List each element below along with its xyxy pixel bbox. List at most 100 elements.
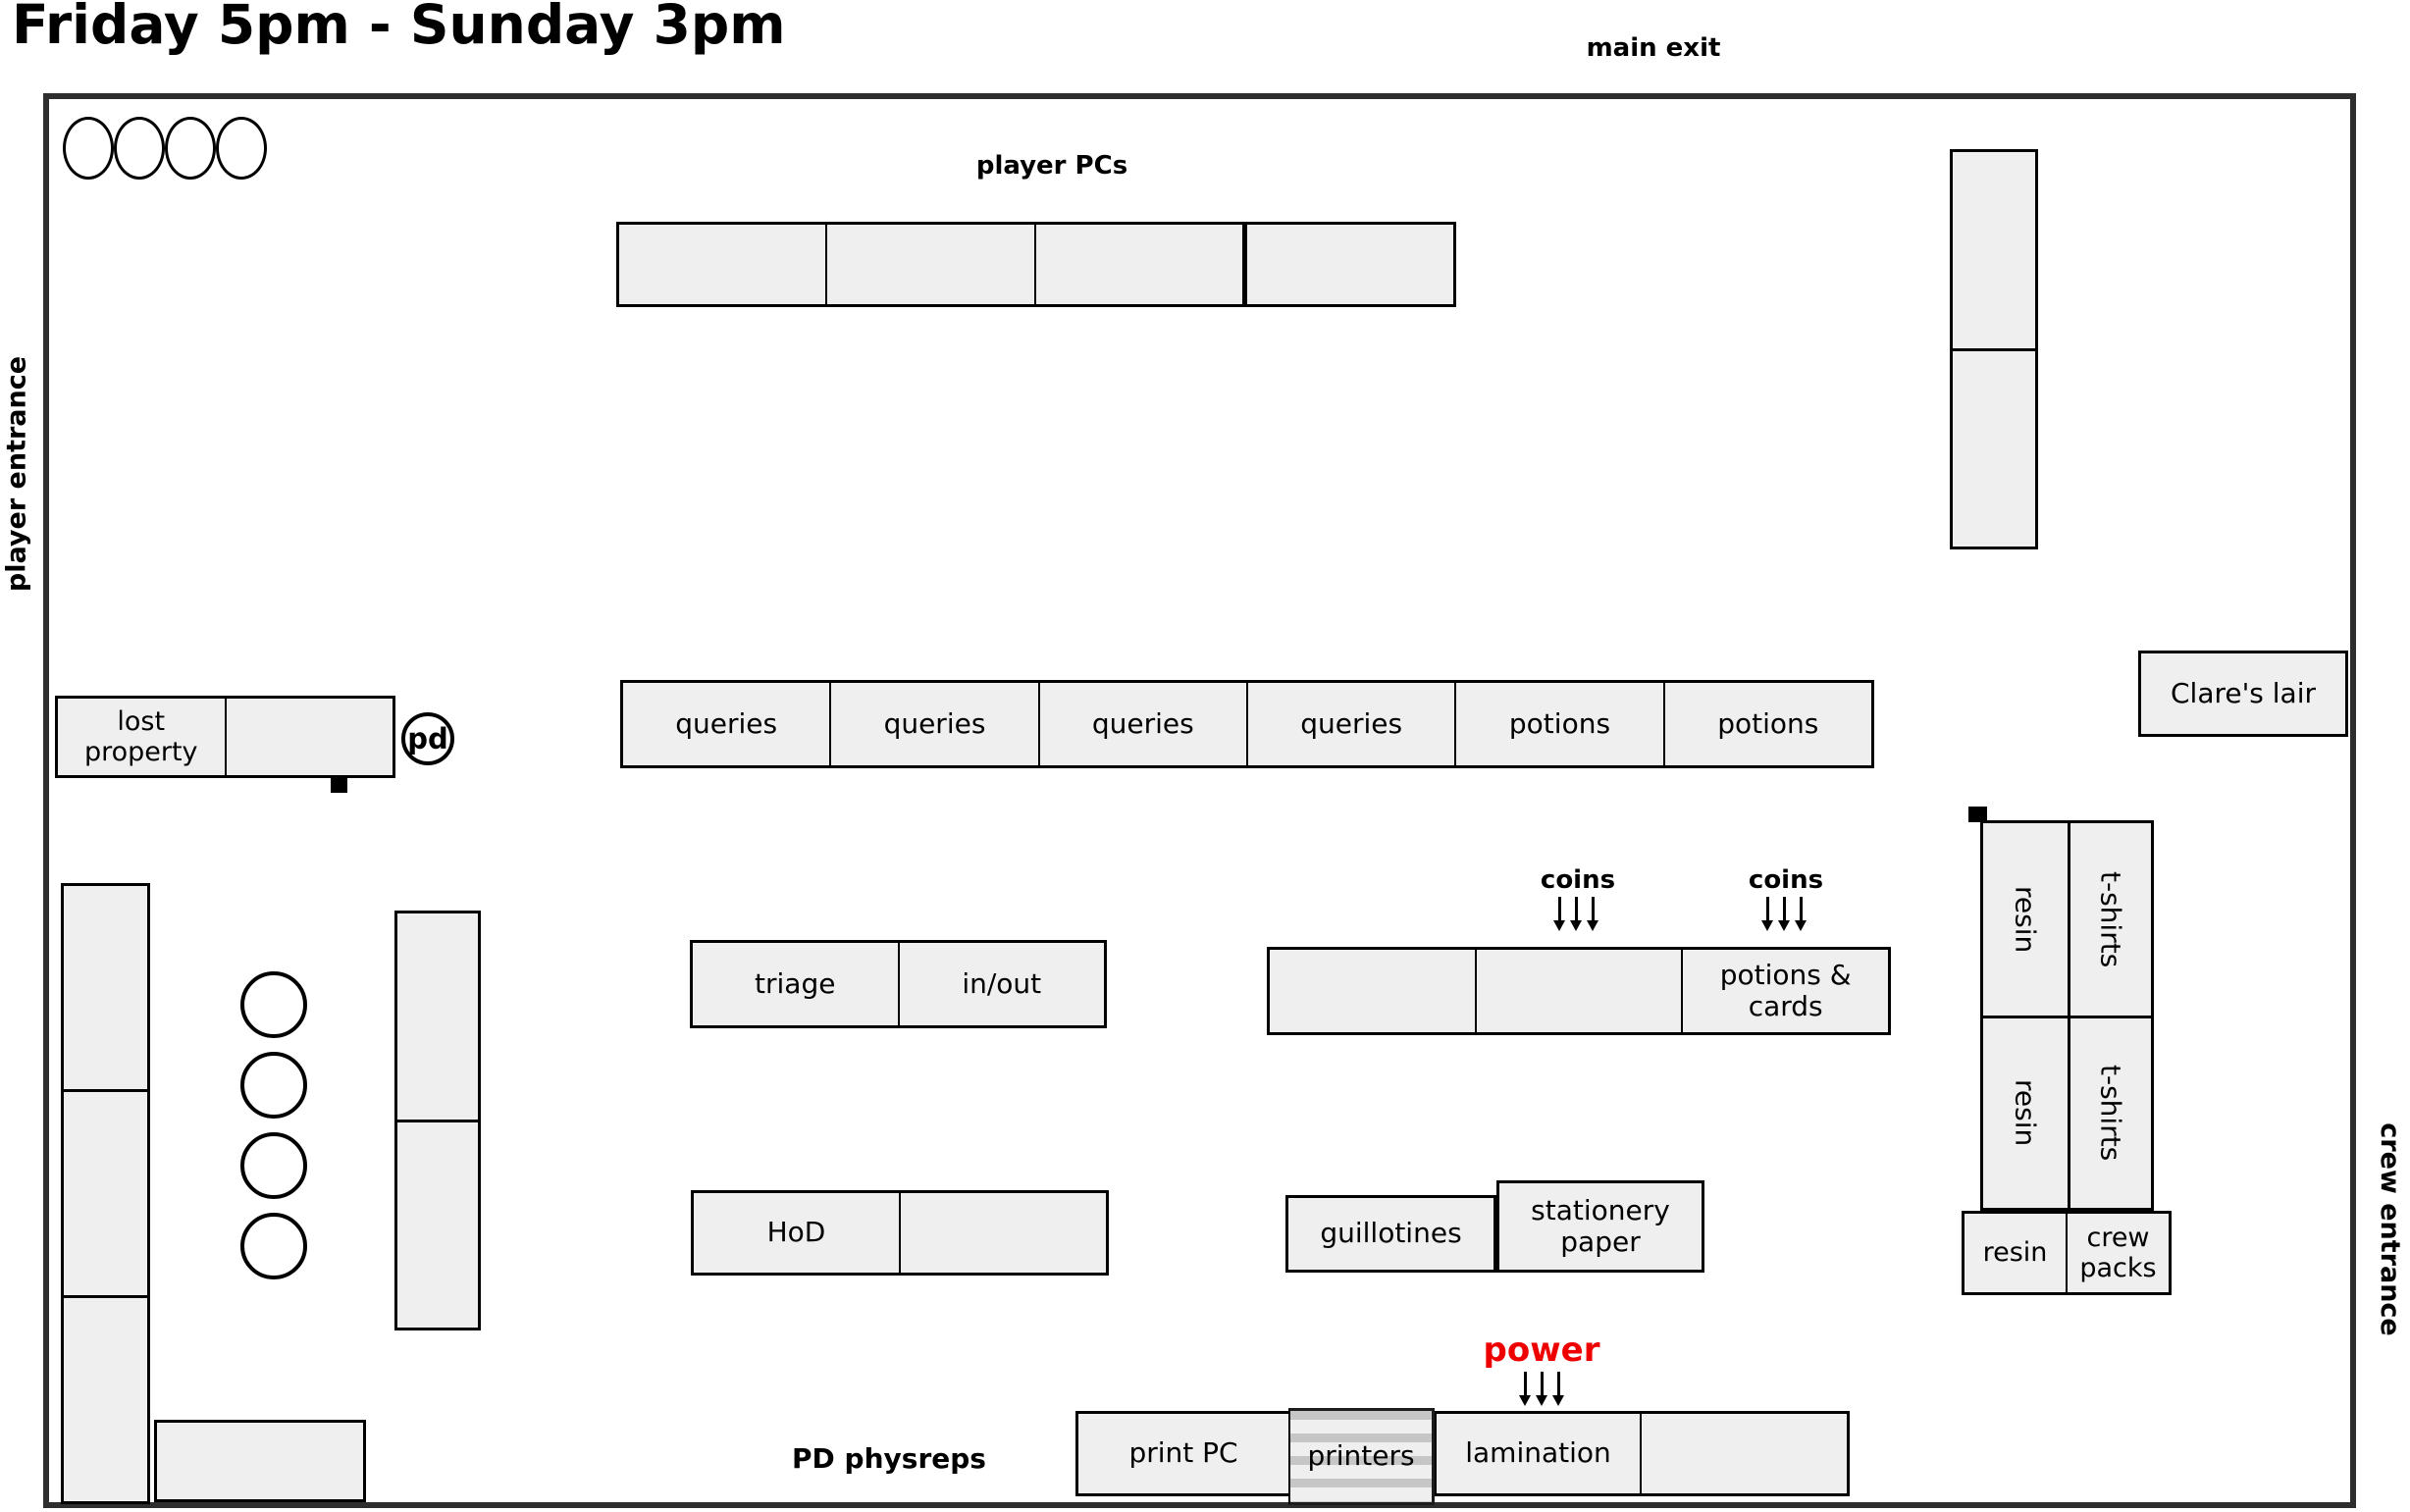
table-cell <box>619 225 825 304</box>
table-cell <box>397 1119 478 1329</box>
bottom-left-table <box>154 1420 366 1502</box>
chair-icon <box>240 971 307 1038</box>
down-arrow-icon <box>1778 897 1790 931</box>
down-arrow-icon <box>1570 897 1582 931</box>
down-arrows-icon <box>1519 1372 1564 1406</box>
cell-label: t-shirts <box>2094 870 2127 968</box>
chair-icon <box>240 1132 307 1199</box>
table-cell <box>64 1295 147 1501</box>
player-pcs-table <box>616 222 1456 307</box>
coins-label: coins <box>1748 865 1824 895</box>
table-cell <box>157 1423 363 1499</box>
cell-label: t-shirts <box>2094 1065 2127 1162</box>
print-table: print PC printers lamination <box>1075 1408 1850 1505</box>
down-arrow-icon <box>1761 897 1773 931</box>
table-cell: resin <box>1982 1237 2048 1269</box>
table-cell <box>1953 347 2035 547</box>
table-cell <box>64 1089 147 1295</box>
table-cell <box>1270 950 1475 1032</box>
pd-badge: pd <box>401 712 454 765</box>
down-arrow-icon <box>1519 1372 1531 1406</box>
chair-icon <box>216 117 267 180</box>
table-cell: stationery paper <box>1499 1183 1702 1270</box>
table-cell: potions & cards <box>1681 950 1888 1032</box>
table-cell: t-shirts <box>2067 823 2152 1016</box>
down-arrows-icon <box>1761 897 1807 931</box>
table-cell: triage <box>755 966 836 1000</box>
down-arrow-icon <box>1795 897 1807 931</box>
lost-property-table: lost property <box>55 696 395 778</box>
guillotines-table: guillotines <box>1285 1195 1496 1273</box>
table-cell <box>899 1193 1106 1273</box>
down-arrows-icon <box>1553 897 1598 931</box>
inner-column-table <box>394 911 481 1330</box>
pd-badge-label: pd <box>407 722 448 756</box>
cell-label-line: packs <box>2079 1253 2157 1283</box>
cell-label-line: paper <box>1560 1225 1641 1258</box>
cell-label-line: crew <box>2086 1222 2150 1253</box>
queries-potions-table: queries queries queries queries potions … <box>620 680 1874 768</box>
table-cell: lamination <box>1435 1414 1640 1493</box>
room-outline <box>43 93 2356 1508</box>
table-cell: in/out <box>897 943 1105 1025</box>
table-cell <box>1033 225 1242 304</box>
table-cell: lost property <box>83 705 198 767</box>
crew-packs-table: resin crew packs <box>1962 1211 2172 1295</box>
table-cell: resin <box>1983 1016 2068 1208</box>
chair-icon <box>165 117 216 180</box>
left-wall-tables <box>61 883 150 1504</box>
chair-icon <box>114 117 165 180</box>
table-cell <box>1953 152 2035 348</box>
table-cell: Clare's lair <box>2170 676 2317 709</box>
table-cell: guillotines <box>1320 1217 1462 1250</box>
merch-table: resin t-shirts resin t-shirts <box>1980 820 2154 1211</box>
stationery-paper-table: stationery paper <box>1496 1180 1704 1273</box>
table-cell: resin <box>1983 823 2068 1016</box>
crew-entrance-label: crew entrance <box>2375 1122 2405 1336</box>
table-cell: queries <box>1037 683 1246 765</box>
hod-table: HoD <box>691 1190 1109 1276</box>
table-cell: queries <box>1245 683 1454 765</box>
down-arrow-icon <box>1587 897 1598 931</box>
main-exit-label: main exit <box>1586 33 1721 63</box>
cell-label-line: cards <box>1748 990 1823 1022</box>
coins-potions-cards-table: potions & cards <box>1267 947 1891 1035</box>
power-socket-marker-icon <box>331 777 347 793</box>
triage-table: triage in/out <box>690 940 1107 1028</box>
power-label: power <box>1483 1330 1600 1370</box>
table-cell: queries <box>675 706 778 740</box>
table-cell: crew packs <box>2066 1214 2169 1292</box>
table-cell: potions <box>1454 683 1662 765</box>
down-arrow-icon <box>1536 1372 1547 1406</box>
player-entrance-label: player entrance <box>1 355 32 593</box>
down-arrow-icon <box>1553 897 1565 931</box>
table-cell <box>224 699 393 775</box>
power-socket-marker-icon <box>1968 807 1987 822</box>
chair-icon <box>63 117 114 180</box>
table-cell: queries <box>829 683 1037 765</box>
pd-physreps-label: PD physreps <box>792 1442 986 1475</box>
cell-label: resin <box>2009 885 2042 954</box>
cell-label-line: stationery <box>1531 1193 1670 1226</box>
table-cell <box>397 913 478 1120</box>
cell-label: resin <box>2009 1079 2042 1147</box>
page-title: Friday 5pm - Sunday 3pm <box>12 0 786 56</box>
printers-cell: printers <box>1288 1408 1435 1505</box>
table-cell <box>1640 1414 1847 1493</box>
down-arrow-icon <box>1552 1372 1564 1406</box>
table-cell <box>64 886 147 1089</box>
table-cell <box>1474 950 1682 1032</box>
table-cell <box>825 225 1033 304</box>
table-cell <box>1241 225 1453 304</box>
clares-lair-table: Clare's lair <box>2138 651 2348 737</box>
chair-icon <box>240 1052 307 1119</box>
exit-table <box>1950 149 2038 549</box>
player-pcs-label: player PCs <box>975 151 1128 181</box>
table-cell: potions <box>1662 683 1871 765</box>
table-cell: print PC <box>1128 1436 1238 1470</box>
table-cell: t-shirts <box>2067 1016 2151 1208</box>
cell-label-line: potions & <box>1719 958 1852 991</box>
coins-label: coins <box>1540 865 1616 895</box>
chair-icon <box>240 1213 307 1279</box>
